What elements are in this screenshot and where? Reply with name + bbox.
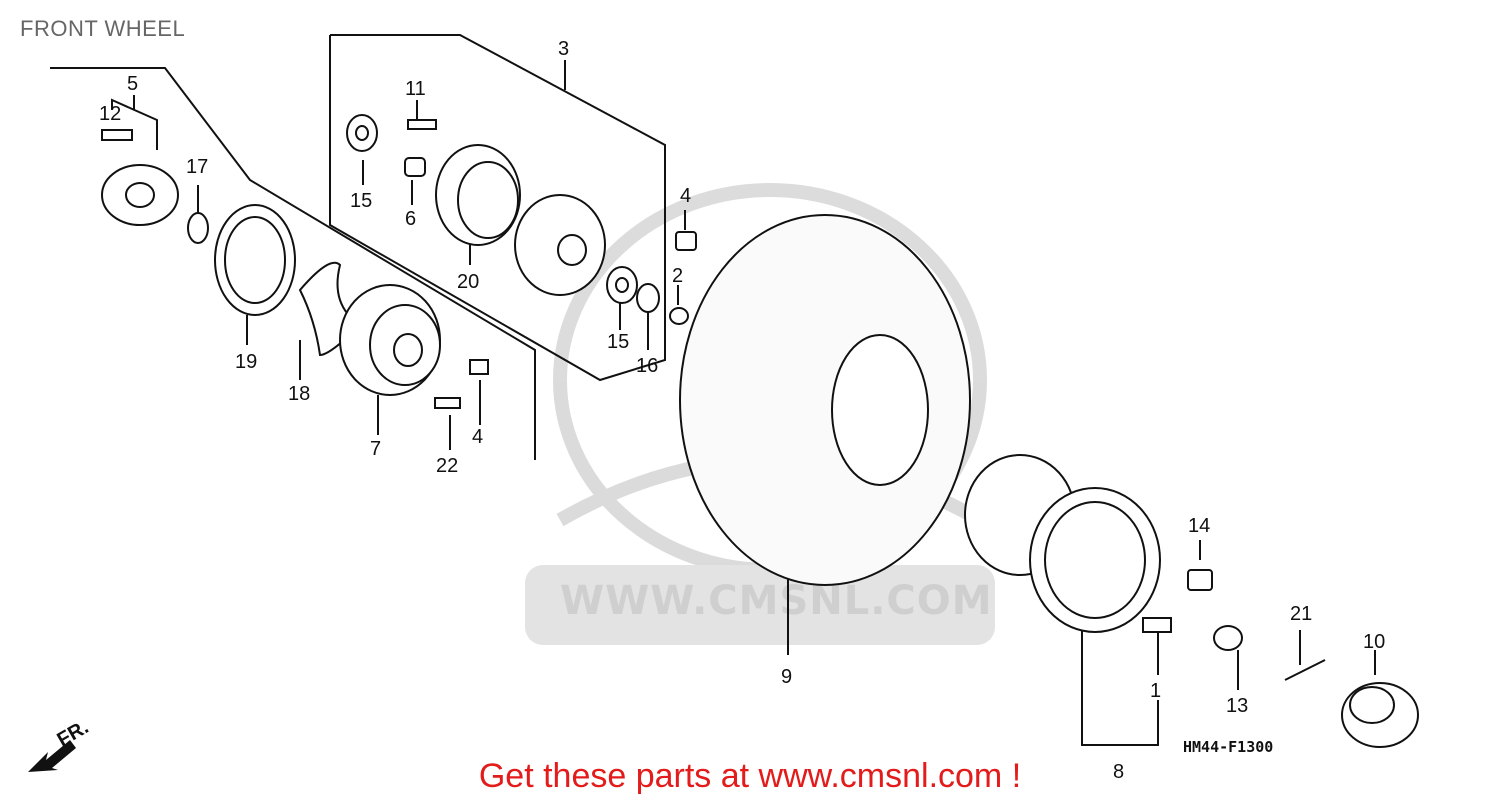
callout-3: 3 (558, 38, 569, 60)
promo-link[interactable]: Get these parts at www.cmsnl.com ! (478, 757, 1022, 795)
group5-bracket (50, 67, 536, 460)
callout-20: 20 (457, 271, 479, 293)
bolt-part (101, 129, 133, 141)
callout-12: 12 (99, 103, 121, 125)
callout-21: 21 (1290, 603, 1312, 625)
group3-bracket (329, 34, 666, 382)
watermark-text: WWW.CMSNL.COM (560, 578, 993, 624)
callout-9: 9 (781, 666, 792, 688)
tire-part (679, 214, 971, 586)
callout-17: 17 (186, 156, 208, 178)
callout-11: 11 (405, 78, 426, 100)
callout-15-upper: 15 (350, 190, 372, 212)
callout-13: 13 (1226, 695, 1248, 717)
diagram-title: FRONT WHEEL (20, 16, 186, 41)
callout-1: 1 (1150, 680, 1161, 702)
callout-6: 6 (405, 208, 416, 230)
callout-4-upper: 4 (680, 185, 691, 207)
front-arrow-icon (28, 740, 76, 772)
callout-16: 16 (636, 355, 658, 377)
callout-2: 2 (672, 265, 683, 287)
diagram-code: HM44-F1300 (1183, 738, 1274, 756)
callout-7: 7 (370, 438, 381, 460)
callout-8: 8 (1113, 761, 1124, 783)
front-indicator-label: FR. (54, 716, 93, 751)
group8-bracket (1081, 630, 1159, 746)
callout-4-lower: 4 (472, 426, 483, 448)
callout-19: 19 (235, 351, 257, 373)
watermark-badge (525, 565, 995, 645)
callout-18: 18 (288, 383, 310, 405)
callout-14: 14 (1188, 515, 1210, 537)
callout-15-lower: 15 (607, 331, 629, 353)
callout-10: 10 (1363, 631, 1385, 653)
callout-5: 5 (127, 73, 138, 95)
callout-22: 22 (436, 455, 458, 477)
